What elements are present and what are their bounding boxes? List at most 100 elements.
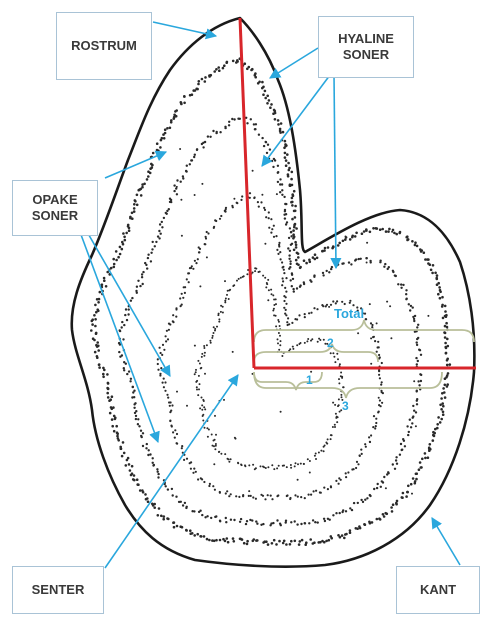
- ring-dot: [402, 284, 404, 286]
- ring-dot: [107, 382, 110, 385]
- ring-dot: [414, 241, 417, 244]
- ring-dot: [214, 328, 216, 330]
- ring-dot: [197, 258, 199, 260]
- ring-dot: [377, 341, 379, 343]
- ring-dot: [186, 165, 188, 167]
- ring-dot: [206, 427, 208, 429]
- scatter-dot: [427, 315, 429, 317]
- ring-dot: [276, 467, 278, 469]
- ring-dot: [446, 338, 449, 341]
- ring-dot: [416, 341, 418, 343]
- ring-dot: [315, 453, 317, 455]
- ring-dot: [416, 403, 418, 405]
- ring-dot: [151, 248, 153, 250]
- ring-dot: [243, 275, 245, 277]
- ring-dot: [416, 363, 418, 365]
- ring-dot: [275, 298, 277, 300]
- ring-dot: [246, 540, 249, 543]
- ring-dot: [369, 260, 371, 262]
- ring-dot: [230, 493, 232, 495]
- ring-dot: [192, 472, 194, 474]
- ring-dot: [216, 131, 218, 133]
- ring-dot: [345, 476, 347, 478]
- senter-label-box: SENTER: [12, 566, 104, 614]
- ring-dot: [283, 147, 286, 150]
- ring-dot: [167, 338, 169, 340]
- ring-dot: [197, 360, 199, 362]
- ring-dot: [254, 128, 256, 130]
- ring-dot: [131, 212, 134, 215]
- hyaline-label: HYALINE SONER: [338, 31, 394, 64]
- ring-dot: [226, 294, 228, 296]
- ring-dot: [394, 468, 396, 470]
- ring-dot: [424, 457, 427, 460]
- ring-dot: [271, 228, 273, 230]
- scatter-dot: [213, 445, 215, 447]
- scatter-dot: [413, 380, 415, 382]
- ring-dot: [201, 356, 203, 358]
- ring-dot: [417, 324, 419, 326]
- ring-dot: [446, 326, 449, 329]
- ring-dot: [128, 463, 131, 466]
- ring-dot: [415, 473, 418, 476]
- ring-dot: [159, 146, 162, 149]
- ring-dot: [270, 495, 272, 497]
- scatter-dot: [181, 235, 183, 237]
- ring-dot: [236, 60, 239, 63]
- ring-dot: [99, 291, 102, 294]
- ring-dot: [245, 523, 247, 525]
- ring-dot: [294, 465, 296, 467]
- ring-dot: [437, 416, 440, 419]
- ring-dot: [196, 386, 198, 388]
- ring-dot: [173, 184, 175, 186]
- ring-dot: [123, 367, 125, 369]
- ring-dot: [375, 422, 377, 424]
- ring-dot: [285, 520, 287, 522]
- ring-dot: [157, 514, 160, 517]
- ring-dot: [297, 496, 299, 498]
- ring-dot: [392, 463, 394, 465]
- ring-dot: [186, 458, 188, 460]
- ring-dot: [196, 389, 198, 391]
- ring-dot: [295, 244, 298, 247]
- ring-dot: [255, 498, 257, 500]
- ring-dot: [287, 175, 290, 178]
- ring-dot: [284, 140, 287, 143]
- ring-dot: [440, 408, 443, 411]
- ring-dot: [198, 80, 201, 83]
- ring-dot: [355, 467, 357, 469]
- ring-dot: [401, 449, 403, 451]
- ring-dot: [263, 207, 265, 209]
- ring-dot: [291, 272, 293, 274]
- scatter-dot: [391, 231, 393, 233]
- ring-dot: [292, 237, 295, 240]
- ring-dot: [119, 446, 122, 449]
- ring-dot: [228, 495, 230, 497]
- ring-dot: [174, 429, 176, 431]
- ring-dot: [171, 425, 173, 427]
- ring-dot: [106, 392, 109, 395]
- ring-dot: [298, 314, 300, 316]
- ring-dot: [432, 439, 435, 442]
- ring-dot: [290, 178, 293, 181]
- ring-dot: [164, 381, 166, 383]
- ring-dot: [282, 131, 285, 134]
- arrow-kant: [432, 518, 460, 565]
- label-total: Total: [334, 306, 364, 321]
- ring-dot: [417, 380, 419, 382]
- ring-dot: [281, 355, 283, 357]
- ring-dot: [250, 69, 253, 72]
- ring-dot: [323, 339, 325, 341]
- ring-dot: [373, 488, 375, 490]
- ring-dot: [279, 178, 281, 180]
- ring-dot: [449, 363, 452, 366]
- scatter-dot: [267, 299, 269, 301]
- ring-dot: [269, 524, 271, 526]
- ring-dot: [295, 227, 298, 230]
- ring-dot: [410, 426, 412, 428]
- ring-dot: [332, 352, 334, 354]
- ring-dot: [129, 216, 132, 219]
- ring-dot: [139, 285, 141, 287]
- ring-dot: [196, 380, 198, 382]
- ring-dot: [137, 483, 140, 486]
